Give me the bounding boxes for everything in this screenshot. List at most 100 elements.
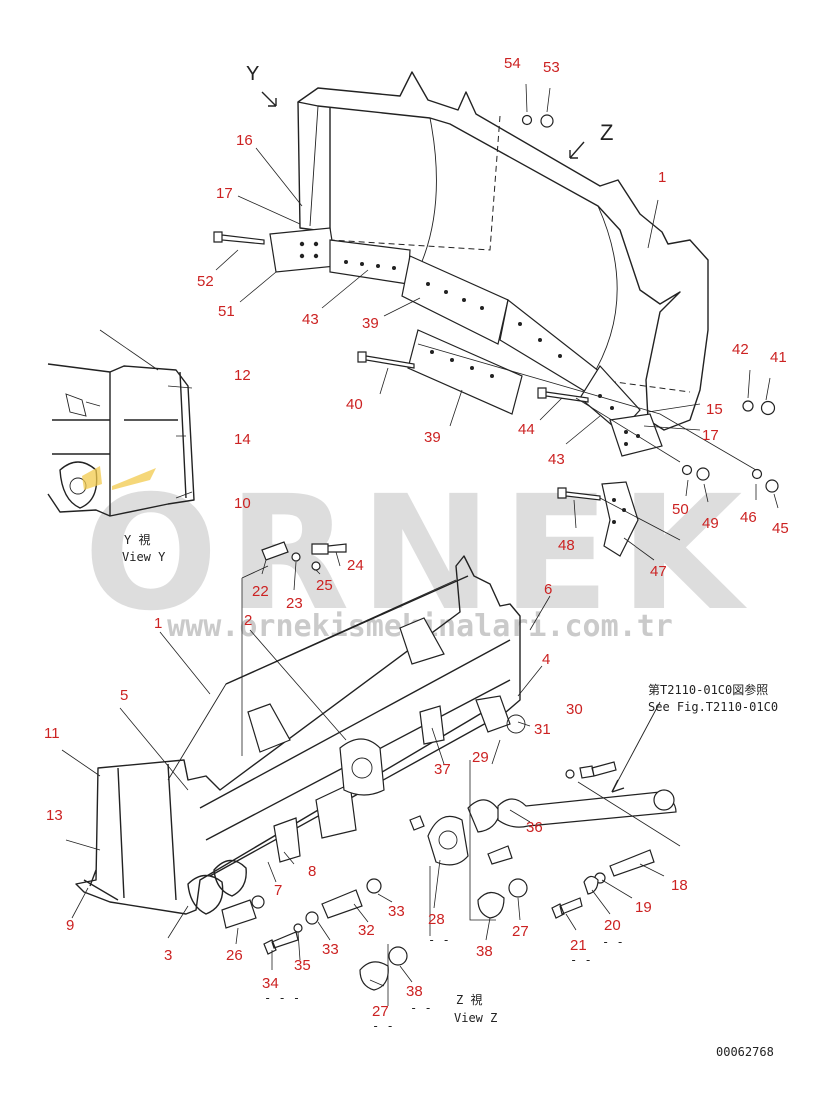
svg-text:- -: - - xyxy=(602,935,624,949)
washer-35 xyxy=(293,923,303,933)
view-y-leader xyxy=(99,329,159,371)
view-y-arrow-letter: Y xyxy=(246,63,259,85)
bushing-26b xyxy=(251,895,265,909)
part-number-label: 39 xyxy=(424,429,441,446)
seal-38-low xyxy=(388,946,408,966)
view-z-caption-jp: Z 視 xyxy=(456,992,482,1007)
bracket-8 xyxy=(273,817,301,863)
part-number-label: 4 xyxy=(542,651,550,668)
part-number-label: 14 xyxy=(234,431,251,448)
view-y-detail xyxy=(47,329,195,517)
washer-54 xyxy=(521,114,533,126)
part-number-label: 17 xyxy=(216,185,233,202)
nut-45 xyxy=(765,479,779,493)
cutting-edge-43-left xyxy=(329,239,411,285)
frame-top-edge xyxy=(167,579,457,781)
part-number-label: 6 xyxy=(544,581,552,598)
nut-49 xyxy=(696,467,710,481)
assembly-lines-bottom xyxy=(241,565,681,1006)
part-number-label: 54 xyxy=(504,55,521,72)
frame-members xyxy=(117,575,511,901)
part-number-label: 36 xyxy=(526,819,543,836)
part-number-label: 48 xyxy=(558,537,575,554)
bolt-21 xyxy=(551,897,583,919)
assembly-lines-top xyxy=(417,343,757,541)
bolt-48 xyxy=(557,487,601,501)
bolt-44 xyxy=(537,387,589,403)
pivot-plate-28 xyxy=(427,815,469,866)
fitting-37 xyxy=(409,815,425,831)
upper-blade-assembly xyxy=(213,71,779,557)
part-number-label: 43 xyxy=(302,311,319,328)
hidden-line-1 xyxy=(329,115,501,251)
captions: Y Z Y 視 View Y Z 視 View Z 第T2110-01C0図参照… xyxy=(122,63,778,1059)
part-number-label: 13 xyxy=(46,807,63,824)
part-number-label: 33 xyxy=(388,903,405,920)
view-z-arrow-letter: Z xyxy=(600,120,613,145)
view-y-structure xyxy=(52,371,187,516)
part-number-label: 11 xyxy=(44,725,60,742)
shaft-36-end xyxy=(653,789,675,811)
part-number-label: 15 xyxy=(706,401,723,418)
view-z-caption-en: View Z xyxy=(454,1011,497,1025)
lug-29 xyxy=(475,695,511,733)
leader-lines xyxy=(61,83,779,987)
washer-46 xyxy=(751,468,763,480)
view-y-highlight-1 xyxy=(82,466,102,490)
svg-text:- - -: - - - xyxy=(264,991,300,1005)
cutting-edge-39-loose xyxy=(407,329,523,415)
part-number-label: 46 xyxy=(740,509,757,526)
clip-20 xyxy=(583,875,599,895)
spacer-33b xyxy=(305,911,319,925)
view-arrow-y-icon xyxy=(261,91,277,107)
part-number-label: 19 xyxy=(635,899,652,916)
part-number-label: 10 xyxy=(234,495,251,512)
part-number-label: 8 xyxy=(308,863,316,880)
cap-29 xyxy=(467,799,501,833)
seal-27 xyxy=(508,878,528,898)
part-number-label: 20 xyxy=(604,917,621,934)
watermark: ORNEK www.ornekismekinalari.com.tr xyxy=(84,462,743,646)
end-bit-left xyxy=(269,227,337,273)
washer-42 xyxy=(742,400,754,412)
pivot-plate-hole xyxy=(438,830,458,850)
pin-22 xyxy=(261,541,289,561)
bolt-34 xyxy=(263,931,299,955)
gusset-right xyxy=(399,617,445,665)
small-dashes: - - - - - - - - - - - - - xyxy=(264,933,624,1033)
part-number-label: 42 xyxy=(732,341,749,358)
washer-25 xyxy=(311,561,321,571)
part-number-label: 31 xyxy=(534,721,551,738)
grease-fitting xyxy=(487,845,513,865)
bracket-37 xyxy=(419,705,445,745)
moldboard-outline xyxy=(297,71,709,431)
part-number-label: 17 xyxy=(702,427,719,444)
part-number-label: 38 xyxy=(476,943,493,960)
part-number-label: 16 xyxy=(236,132,253,149)
svg-text:- -: - - xyxy=(372,1019,394,1033)
part-number-label: 40 xyxy=(346,396,363,413)
cutting-edge-39-mounted xyxy=(401,255,509,345)
part-number-label: 35 xyxy=(294,957,311,974)
part-number-label: 29 xyxy=(472,749,489,766)
part-number-label: 53 xyxy=(543,59,560,76)
part-number-label: 23 xyxy=(286,595,303,612)
shaft-36 xyxy=(497,791,677,828)
pin-18 xyxy=(609,849,655,877)
part-number-label: 52 xyxy=(197,273,214,290)
part-number-label: 28 xyxy=(428,911,445,928)
bushing-33 xyxy=(366,878,382,894)
lower-frame-assembly xyxy=(75,541,681,1006)
part-number-label: 37 xyxy=(434,761,451,778)
view-y-caption-en: View Y xyxy=(122,550,166,564)
bushing-38 xyxy=(477,891,505,919)
part-number-label: 38 xyxy=(406,983,423,1000)
part-number-label: 51 xyxy=(218,303,235,320)
part-number-label: 32 xyxy=(358,922,375,939)
reference-arrow-icon xyxy=(611,779,625,793)
part-number-label: 5 xyxy=(120,687,128,704)
washer-30 xyxy=(565,769,575,779)
part-number-label: 39 xyxy=(362,315,379,332)
plate-9-corner xyxy=(83,869,119,901)
